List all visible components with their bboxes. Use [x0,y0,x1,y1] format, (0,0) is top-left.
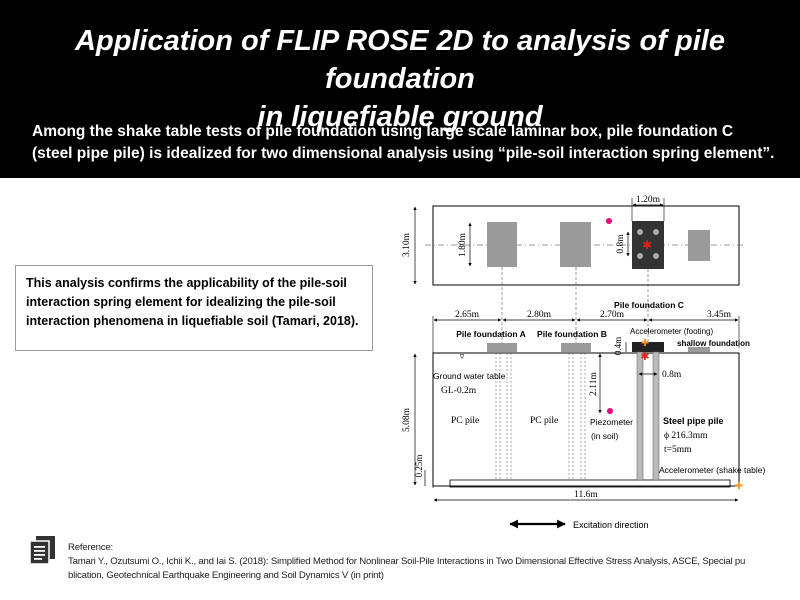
document-stack-icon [30,536,55,564]
pc-pile-b-label: PC pile [530,416,558,426]
accel-star-marker: ✱ [640,350,649,363]
reference-line-1: Tamari Y., Ozutsumi O., Ichii K., and Ia… [68,556,746,567]
piezometer-label: Piezometer [590,417,633,427]
gwt-symbol: ▿ [460,352,465,362]
shake-table-base [449,479,731,488]
pile-foundation-diagram: ✱ 1.20m 3.10m 1.80m 0.8m 2.65m 2.80m 2.7… [402,195,765,530]
accel-shake-table-label: Accelerometer (shake table) [659,465,765,475]
title-banner: Application of FLIP ROSE 2D to analysis … [0,0,800,178]
gwt-depth-label: GL-0.2m [441,386,477,396]
shallow-footing [688,347,710,352]
plan-height-label: 3.10m [402,232,412,257]
pile-foundation-c-label: Pile foundation C [614,300,684,310]
plan-accelerometer-star: ✱ [642,238,652,252]
footing-b [561,343,591,352]
gwt-label: Ground water table [433,371,506,381]
intro-text: Among the shake table tests of pile foun… [32,121,792,165]
steel-pipe-pile-label: Steel pipe pile [663,416,724,426]
plan-dim-a-label: 1.80m [458,232,468,257]
plan-pile-1 [637,229,643,235]
title-line-2: in liquefiable ground [257,101,543,133]
reference-block: Reference: Tamari Y., Ozutsumi O., Ichii… [68,541,793,583]
soil-box [432,352,740,487]
spacing-1-label: 2.65m [455,310,480,320]
pile-foundation-b-label: Pile foundation B [537,329,607,339]
pc-pile-a-label: PC pile [451,416,479,426]
base-thickness-label: 0.25m [414,455,424,478]
plan-foundation-a [487,222,517,267]
pile-diameter-label: ϕ 216.3mm [664,431,708,441]
footing-height-label: 0.4m [613,337,623,355]
plan-foundation-b [560,222,591,267]
page-title: Application of FLIP ROSE 2D to analysis … [0,22,800,136]
pile-foundation-a-label: Pile foundation A [456,329,526,339]
plan-pile-2 [653,229,659,235]
intro-line-2: (steel pipe pile) is idealized for two d… [32,145,775,162]
plan-pile-3 [637,253,643,259]
excitation-direction: Excitation direction [509,519,649,530]
steel-pile-right [652,351,660,481]
reference-line-2: blication, Geotechnical Earthquake Engin… [68,570,384,581]
conclusion-box: This analysis confirms the applicability… [15,265,373,351]
spacing-4-label: 3.45m [707,310,732,320]
piezometer-sub-label: (in soil) [591,431,619,441]
total-height-label: 5.08m [402,407,412,432]
pile-depth-label: 2.11m [589,372,599,396]
steel-pile-left [636,351,644,481]
accel-table-marker: ✚ [735,481,743,492]
accel-footing-marker: ✚ [641,338,649,349]
plan-foundation-c [632,221,664,269]
plan-width-label: 1.20m [636,195,661,205]
plan-box [432,205,740,286]
plan-dim-c-label: 0.8m [616,234,626,254]
plan-piezometer-dot [606,218,612,224]
plan-view: ✱ 1.20m 3.10m 1.80m 0.8m [402,195,745,346]
spacing-3-label: 2.70m [600,310,625,320]
plan-pile-4 [653,253,659,259]
footing-c [632,342,664,352]
plan-shallow-foundation [688,230,710,261]
intro-line-1: Among the shake table tests of pile foun… [32,123,734,140]
accel-footing-label: Accelerometer (footing) [630,327,713,336]
section-view: Pile foundation C Pile foundation A Pile… [402,300,765,502]
excitation-label: Excitation direction [573,520,649,530]
footing-a [487,343,517,352]
total-width-label: 11.6m [574,490,598,500]
spacing-2-label: 2.80m [527,310,552,320]
pile-thickness-label: t=5mm [664,445,692,455]
piezometer-dot [607,408,613,414]
title-line-1: Application of FLIP ROSE 2D to analysis … [75,25,725,95]
pile-gap-label: 0.8m [662,370,682,380]
shallow-foundation-label: shallow foundation [677,339,750,348]
reference-label: Reference: [68,542,113,553]
